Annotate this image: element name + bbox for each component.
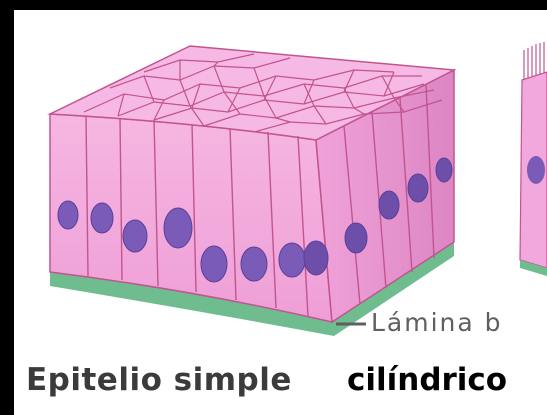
nucleus (279, 243, 305, 277)
caption-cilindrico: cilíndrico (347, 362, 507, 398)
nucleus (436, 158, 452, 182)
nucleus (164, 208, 192, 248)
nucleus (201, 246, 227, 282)
nucleus (241, 247, 267, 281)
nucleus (345, 223, 367, 253)
nucleus (304, 241, 328, 275)
nucleus (123, 220, 147, 252)
figure-canvas: Lámina b Epitelio simple cilíndrico (14, 10, 547, 415)
adjacent-epithelium-block (520, 42, 547, 276)
nucleus (408, 174, 428, 202)
caption-epitelio-simple: Epitelio simple (26, 362, 292, 398)
nucleus (527, 156, 545, 184)
nucleus (91, 203, 113, 233)
columnar-epithelium-illustration (14, 10, 547, 415)
nucleus (58, 201, 78, 229)
nucleus (379, 191, 399, 219)
basal-lamina-label: Lámina b (371, 308, 503, 337)
